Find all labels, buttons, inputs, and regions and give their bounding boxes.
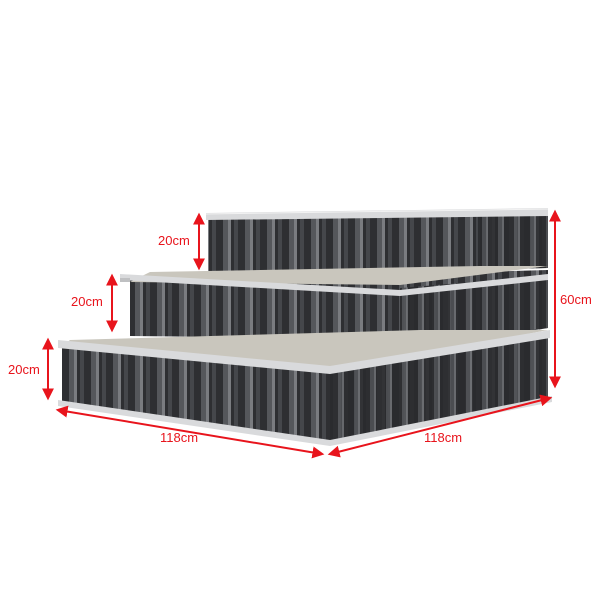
label-bottom-tier-height: 20cm [8,362,40,377]
label-top-tier-height: 20cm [158,233,190,248]
label-total-height: 60cm [560,292,592,307]
tier-bottom [58,330,552,446]
tier-middle [120,266,548,344]
label-length-left: 118cm [160,430,199,445]
arrow-length-left [55,405,325,459]
label-middle-tier-height: 20cm [71,294,103,309]
tier-top [205,208,549,272]
arrow-length-right [327,394,553,458]
dimension-lines [42,209,561,459]
label-length-right: 118cm [424,430,463,445]
